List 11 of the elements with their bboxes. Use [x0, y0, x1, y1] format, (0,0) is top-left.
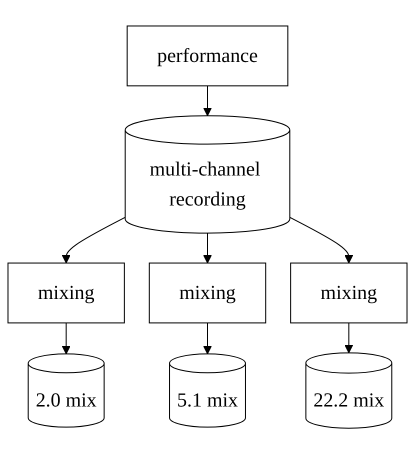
node-box: mixing [8, 262, 125, 324]
arrow [62, 217, 126, 264]
arrow [203, 322, 212, 355]
arrow [289, 217, 354, 264]
node-box: mixing [290, 262, 408, 324]
arrow [203, 86, 212, 117]
arrow [203, 233, 212, 264]
node-box: mixing [148, 262, 266, 324]
node-box: performance [126, 26, 288, 87]
arrow [344, 322, 354, 354]
arrow [62, 322, 71, 355]
